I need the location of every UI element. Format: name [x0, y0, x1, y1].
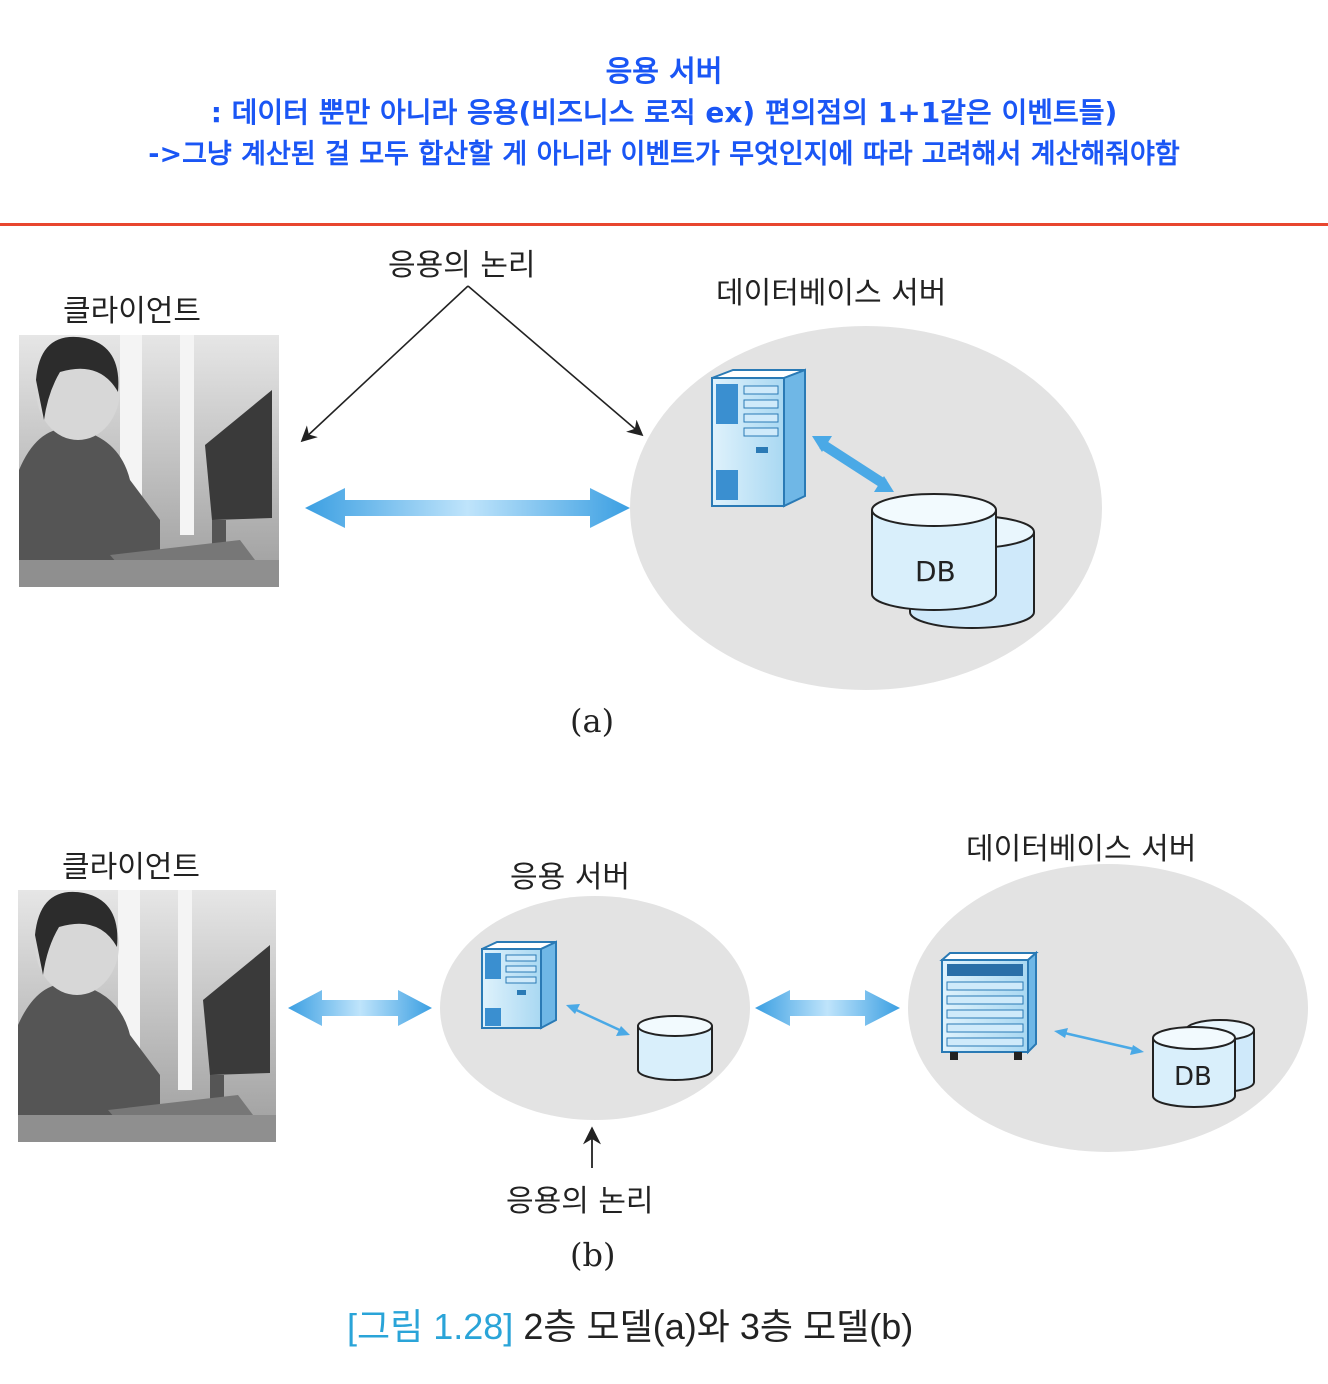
- figure-caption: [그림 1.28] 2층 모델(a)와 3층 모델(b): [347, 1298, 913, 1350]
- figure-number: [그림 1.28]: [347, 1306, 514, 1347]
- logic-pointer-db-a: [467, 285, 644, 437]
- double-arrow-client-db-a: [305, 488, 630, 528]
- rack-server-icon: [939, 950, 1039, 1060]
- rack-db-link-arrow-b: [1054, 1028, 1144, 1055]
- db-server-cluster-a: [630, 326, 1102, 690]
- figure-caption-text: 2층 모델(a)와 3층 모델(b): [523, 1306, 914, 1347]
- double-arrow-app-db-b: [755, 990, 900, 1026]
- client-label-a: 클라이언트: [63, 294, 201, 329]
- server-db-link-arrow-a: [812, 436, 894, 492]
- diagram-tag-b: (b): [570, 1236, 616, 1274]
- app-server-tower-icon: [481, 940, 557, 1030]
- double-arrow-client-app-b: [288, 990, 432, 1026]
- server-tower-icon: [711, 368, 806, 508]
- diagram-tag-a: (a): [570, 702, 615, 740]
- logic-pointer-client-a: [300, 285, 469, 443]
- header-title: 응용 서버: [605, 54, 723, 88]
- logic-label-b: 응용의 논리: [506, 1184, 654, 1219]
- client-photo-b: [18, 890, 276, 1142]
- db-server-label-b: 데이터베이스 서버: [966, 832, 1197, 867]
- database-cylinder-icon-b: [1152, 1019, 1255, 1108]
- client-photo-a: [19, 335, 279, 587]
- db-server-label-a: 데이터베이스 서버: [716, 276, 947, 311]
- app-database-cylinder-icon: [637, 1015, 713, 1081]
- header-line-2: : 데이터 뿐만 아니라 응용(비즈니스 로직 ex) 편의점의 1+1같은 이…: [210, 96, 1118, 129]
- header-annotation: 응용 서버 : 데이터 뿐만 아니라 응용(비즈니스 로직 ex) 편의점의 1…: [0, 50, 1328, 176]
- db-label-a: DB: [915, 555, 956, 588]
- red-divider: [0, 223, 1328, 226]
- database-cylinder-icon-a: [871, 493, 1035, 629]
- client-label-b: 클라이언트: [62, 850, 200, 885]
- logic-label-a: 응용의 논리: [388, 248, 536, 283]
- app-db-link-arrow-b: [566, 1004, 630, 1036]
- db-label-b: DB: [1174, 1062, 1212, 1092]
- app-server-label-b: 응용 서버: [510, 860, 630, 895]
- header-line-3: ->그냥 계산된 걸 모두 합산할 게 아니라 이벤트가 무엇인지에 따라 고려…: [148, 139, 1180, 170]
